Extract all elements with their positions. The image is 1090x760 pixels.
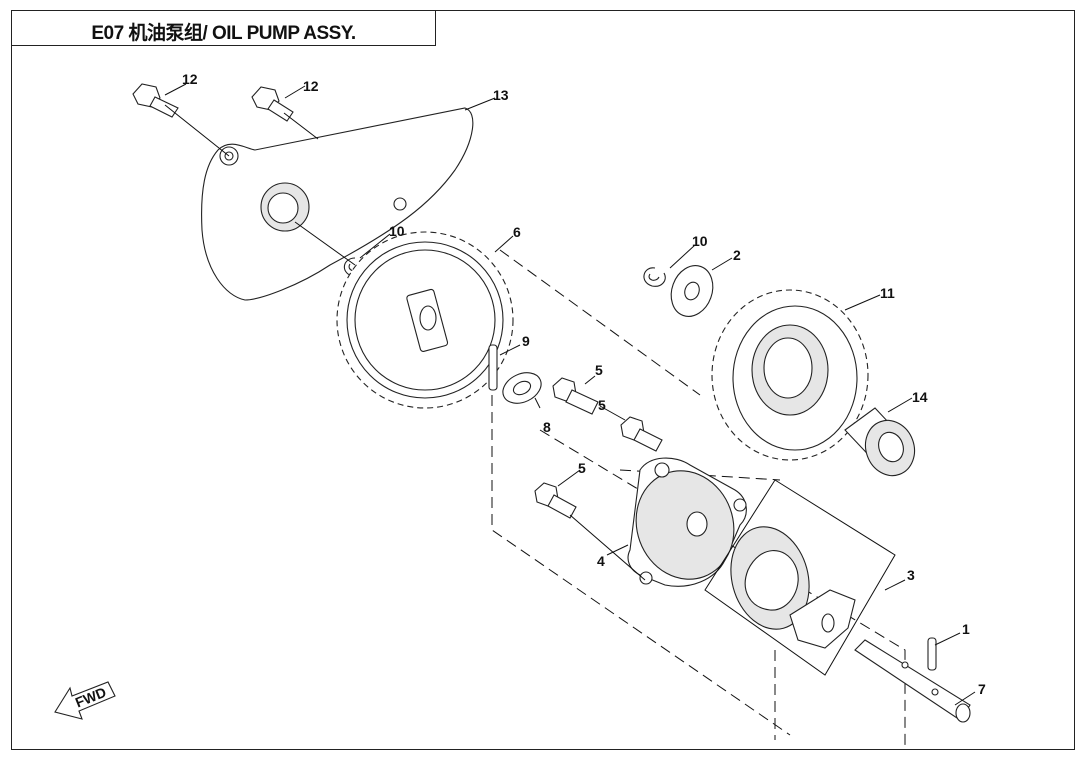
callout-4: 4	[597, 553, 605, 569]
callout-3: 3	[907, 567, 915, 583]
washer-8	[502, 372, 542, 404]
pin-1	[927, 637, 937, 671]
bolt-5-upper	[552, 377, 599, 415]
callout-5-middle: 5	[598, 397, 606, 413]
dowel-pin-9	[488, 344, 498, 391]
fwd-arrow-icon: FWD	[54, 681, 116, 720]
callout-12-left: 12	[182, 71, 198, 87]
pump-body-4	[627, 457, 747, 587]
bolt-5-middle	[620, 416, 663, 452]
bolt-5-lower	[534, 482, 577, 519]
callout-labels: 12 12 13 10 6 10 2 11 9 5 14 5 8 5 4 3 1…	[182, 71, 986, 697]
callout-7: 7	[978, 681, 986, 697]
title-box: E07 机油泵组/ OIL PUMP ASSY.	[11, 10, 436, 46]
rotor-set-3	[704, 479, 896, 676]
cover-plate	[201, 107, 474, 301]
circlip-10-right	[643, 267, 666, 287]
callout-1: 1	[962, 621, 970, 637]
page-title: E07 机油泵组/ OIL PUMP ASSY.	[91, 23, 356, 44]
callout-9: 9	[522, 333, 530, 349]
leader-lines	[164, 83, 976, 706]
callout-14: 14	[912, 389, 928, 405]
bolt-12-right	[251, 86, 294, 122]
callout-12-right: 12	[303, 78, 319, 94]
gear-6	[336, 231, 514, 409]
callout-8: 8	[543, 419, 551, 435]
callout-10-right: 10	[692, 233, 708, 249]
callout-2: 2	[733, 247, 741, 263]
washer-2	[670, 265, 714, 317]
drawing-frame	[11, 10, 1075, 750]
callout-5-upper: 5	[595, 362, 603, 378]
callout-13: 13	[493, 87, 509, 103]
bearing-14	[844, 407, 916, 477]
callout-5-lower: 5	[578, 460, 586, 476]
callout-10-left: 10	[389, 223, 405, 239]
callout-6: 6	[513, 224, 521, 240]
shaft-7	[854, 639, 971, 723]
bolt-12-left	[132, 83, 179, 118]
callout-11: 11	[880, 285, 895, 301]
gear-11	[711, 289, 869, 461]
